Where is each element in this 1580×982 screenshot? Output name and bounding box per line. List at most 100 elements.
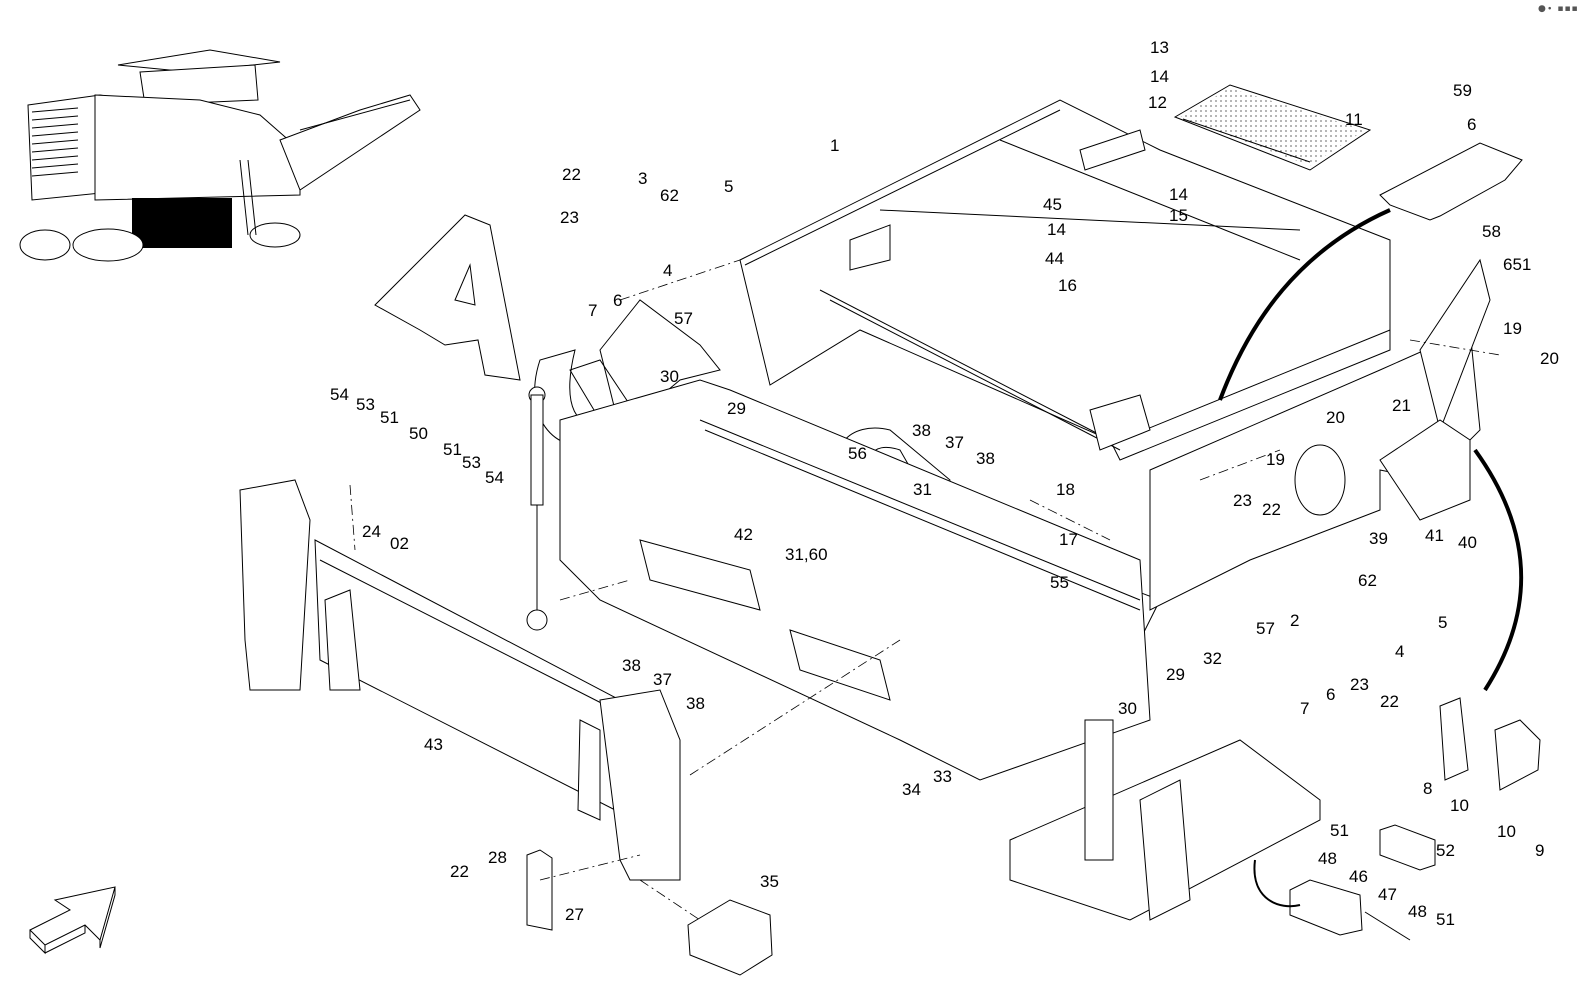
part-callout-24[interactable]: 24 xyxy=(362,522,381,541)
part-callout-651[interactable]: 651 xyxy=(1503,255,1532,274)
part-callout-59[interactable]: 59 xyxy=(1453,81,1472,100)
part-callout-48b[interactable]: 48 xyxy=(1408,902,1427,921)
part-callout-33[interactable]: 33 xyxy=(933,767,952,786)
part-callout-29b[interactable]: 29 xyxy=(1166,665,1185,684)
orientation-arrow-icon xyxy=(29,886,116,955)
plate-part-27 xyxy=(526,849,553,931)
part-callout-14b[interactable]: 14 xyxy=(1169,185,1188,204)
part-callout-48a[interactable]: 48 xyxy=(1318,849,1337,868)
part-callout-23c[interactable]: 23 xyxy=(1350,675,1369,694)
part-callout-2[interactable]: 2 xyxy=(1290,611,1300,630)
part-callout-43[interactable]: 43 xyxy=(424,735,443,754)
hinge-part-8 xyxy=(1439,697,1469,781)
part-callout-53a[interactable]: 53 xyxy=(356,395,375,414)
part-callout-50[interactable]: 50 xyxy=(409,424,428,443)
part-callout-22a[interactable]: 22 xyxy=(562,165,581,184)
part-callout-8[interactable]: 8 xyxy=(1423,779,1433,798)
part-callout-14a[interactable]: 14 xyxy=(1150,67,1169,86)
part-callout-28[interactable]: 28 xyxy=(488,848,507,867)
part-callout-54b[interactable]: 54 xyxy=(485,468,504,487)
part-callout-5a[interactable]: 5 xyxy=(724,177,734,196)
part-callout-58[interactable]: 58 xyxy=(1482,222,1501,241)
part-callout-38b[interactable]: 38 xyxy=(976,449,995,468)
part-callout-31-60[interactable]: 31,60 xyxy=(785,545,828,564)
part-callout-52[interactable]: 52 xyxy=(1436,841,1455,860)
part-callout-37b[interactable]: 37 xyxy=(653,670,672,689)
part-callout-17[interactable]: 17 xyxy=(1059,530,1078,549)
part-callout-42[interactable]: 42 xyxy=(734,525,753,544)
part-callout-9[interactable]: 9 xyxy=(1535,841,1545,860)
part-callout-51a[interactable]: 51 xyxy=(380,408,399,427)
part-callout-19b[interactable]: 19 xyxy=(1266,450,1285,469)
part-callout-30b[interactable]: 30 xyxy=(1118,699,1137,718)
part-callout-10a[interactable]: 10 xyxy=(1450,796,1469,815)
part-callout-12[interactable]: 12 xyxy=(1148,93,1167,112)
part-callout-29a[interactable]: 29 xyxy=(727,399,746,418)
part-callout-23b[interactable]: 23 xyxy=(1233,491,1252,510)
part-callout-11[interactable]: 11 xyxy=(1345,110,1363,129)
part-callout-5b[interactable]: 5 xyxy=(1438,613,1448,632)
part-callout-37a[interactable]: 37 xyxy=(945,433,964,452)
part-callout-45[interactable]: 45 xyxy=(1043,195,1062,214)
part-callout-4b[interactable]: 4 xyxy=(1395,642,1405,661)
part-callout-54a[interactable]: 54 xyxy=(330,385,349,404)
part-callout-53b[interactable]: 53 xyxy=(462,453,481,472)
part-callout-34[interactable]: 34 xyxy=(902,780,921,799)
part-callout-62b[interactable]: 62 xyxy=(1358,571,1377,590)
part-callout-14c[interactable]: 14 xyxy=(1047,220,1066,239)
part-callout-4a[interactable]: 4 xyxy=(663,261,673,280)
part-callout-27[interactable]: 27 xyxy=(565,905,584,924)
part-callout-41[interactable]: 41 xyxy=(1425,526,1444,545)
part-callout-18[interactable]: 18 xyxy=(1056,480,1075,499)
part-callout-16[interactable]: 16 xyxy=(1058,276,1077,295)
part-callout-38c[interactable]: 38 xyxy=(622,656,641,675)
part-callout-51d[interactable]: 51 xyxy=(1436,910,1455,929)
bracket-plate xyxy=(1494,719,1541,791)
beam-part-43 xyxy=(239,479,681,881)
part-callout-6a[interactable]: 6 xyxy=(613,291,623,310)
part-callout-38a[interactable]: 38 xyxy=(912,421,931,440)
part-callout-44[interactable]: 44 xyxy=(1045,249,1064,268)
part-callout-22c[interactable]: 22 xyxy=(1380,692,1399,711)
clevis-part-46 xyxy=(1289,879,1363,936)
part-callout-35[interactable]: 35 xyxy=(760,872,779,891)
part-callout-23a[interactable]: 23 xyxy=(560,208,579,227)
part-callout-22d[interactable]: 22 xyxy=(450,862,469,881)
part-callout-62a[interactable]: 62 xyxy=(660,186,679,205)
lower-machine-frame xyxy=(1009,719,1321,921)
part-callout-57a[interactable]: 57 xyxy=(674,309,693,328)
part-callout-40[interactable]: 40 xyxy=(1458,533,1477,552)
part-callout-13[interactable]: 13 xyxy=(1150,38,1169,57)
window-controls-icon[interactable]: ●∙ ▪▪▪ xyxy=(1538,4,1579,14)
part-callout-02[interactable]: 02 xyxy=(390,534,409,553)
part-callout-7a[interactable]: 7 xyxy=(588,301,598,320)
part-callout-51c[interactable]: 51 xyxy=(1330,821,1349,840)
part-callout-7b[interactable]: 7 xyxy=(1300,699,1310,718)
pin-set-part-35 xyxy=(687,899,773,976)
part-callout-31a[interactable]: 31 xyxy=(913,480,932,499)
part-callout-6b[interactable]: 6 xyxy=(1467,115,1477,134)
part-callout-56[interactable]: 56 xyxy=(848,444,867,463)
part-callout-22b[interactable]: 22 xyxy=(1262,500,1281,519)
part-callout-32[interactable]: 32 xyxy=(1203,649,1222,668)
part-callout-21[interactable]: 21 xyxy=(1392,396,1411,415)
part-callout-6c[interactable]: 6 xyxy=(1326,685,1336,704)
part-callout-15[interactable]: 15 xyxy=(1169,206,1188,225)
part-callout-39[interactable]: 39 xyxy=(1369,529,1388,548)
step-plate-part-11 xyxy=(1173,84,1372,171)
part-callout-38d[interactable]: 38 xyxy=(686,694,705,713)
cold-milling-machine-overview xyxy=(19,49,421,262)
part-callout-46[interactable]: 46 xyxy=(1349,867,1368,886)
part-callout-3[interactable]: 3 xyxy=(638,169,648,188)
part-callout-20a[interactable]: 20 xyxy=(1540,349,1559,368)
part-callout-51b[interactable]: 51 xyxy=(443,440,462,459)
part-callout-20b[interactable]: 20 xyxy=(1326,408,1345,427)
part-callout-19a[interactable]: 19 xyxy=(1503,319,1522,338)
part-callout-1[interactable]: 1 xyxy=(830,136,840,155)
part-callout-55[interactable]: 55 xyxy=(1050,573,1069,592)
clevis-part-52 xyxy=(1379,824,1436,871)
part-callout-10b[interactable]: 10 xyxy=(1497,822,1516,841)
part-callout-47[interactable]: 47 xyxy=(1378,885,1397,904)
part-callout-30a[interactable]: 30 xyxy=(660,367,679,386)
part-callout-57b[interactable]: 57 xyxy=(1256,619,1275,638)
